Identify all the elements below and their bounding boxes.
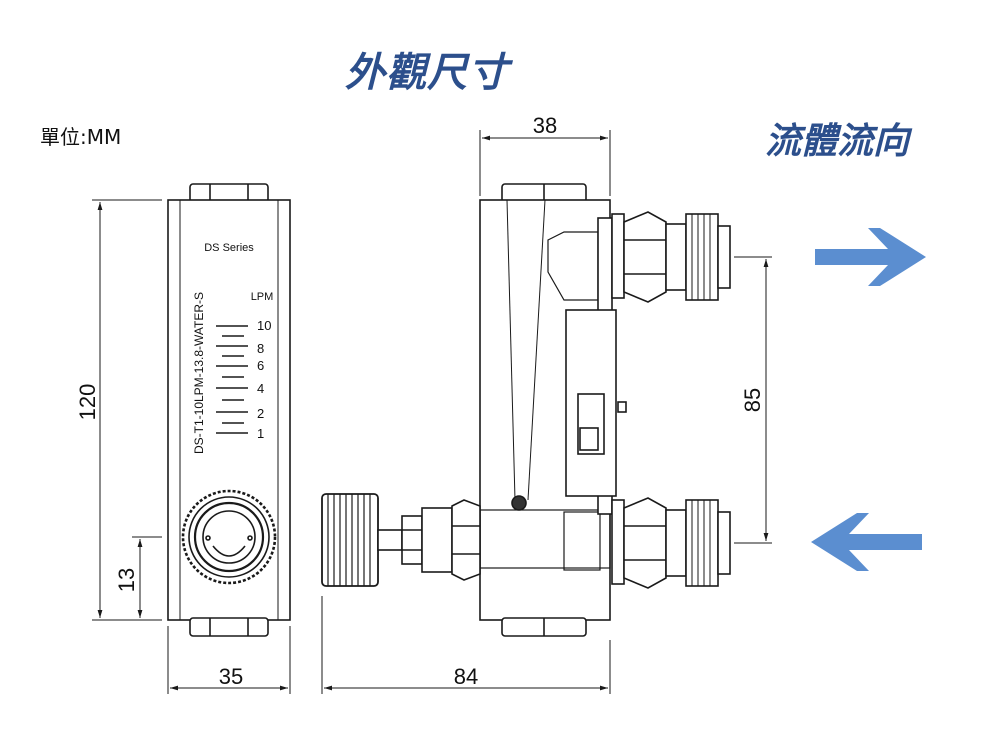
scale-tick-label: 10 (257, 318, 271, 333)
dimension-lines (92, 130, 772, 694)
inlet-port (611, 497, 731, 589)
scale-unit-label: LPM (251, 291, 274, 303)
front-view (167, 183, 291, 637)
flowmeter-body (167, 199, 291, 621)
dimension-total-width-label: 84 (454, 664, 478, 689)
dimension-front-width-label: 35 (219, 664, 243, 689)
float-ball (511, 495, 527, 511)
adjustment-knob (181, 489, 277, 585)
outlet-port (611, 211, 731, 303)
arrow-left-icon (811, 513, 922, 571)
scale-tick-label: 8 (257, 341, 264, 356)
side-view (321, 183, 731, 637)
flow-direction-title: 流體流向 (765, 121, 910, 162)
dimension-height-label: 120 (75, 384, 100, 421)
arrow-right-icon (815, 228, 926, 286)
scale-tick-label: 4 (257, 381, 264, 396)
side-valve-knob (321, 493, 481, 587)
series-label: DS Series (204, 242, 254, 254)
scale-ticks (216, 325, 248, 434)
scale-tick-label: 1 (257, 426, 264, 441)
unit-label: 單位:MM (40, 125, 122, 149)
page-title: 外觀尺寸 (345, 50, 509, 96)
model-label: DS-T1-10LPM-13.8-WATER-S (192, 292, 206, 454)
bottom-nut (189, 617, 269, 637)
scale-tick-label: 2 (257, 406, 264, 421)
scale-tick-label: 6 (257, 358, 264, 373)
dimension-side-depth-label: 38 (533, 113, 557, 138)
dimension-knob-offset-label: 13 (114, 568, 139, 592)
dimension-port-spacing-label: 85 (740, 388, 765, 412)
